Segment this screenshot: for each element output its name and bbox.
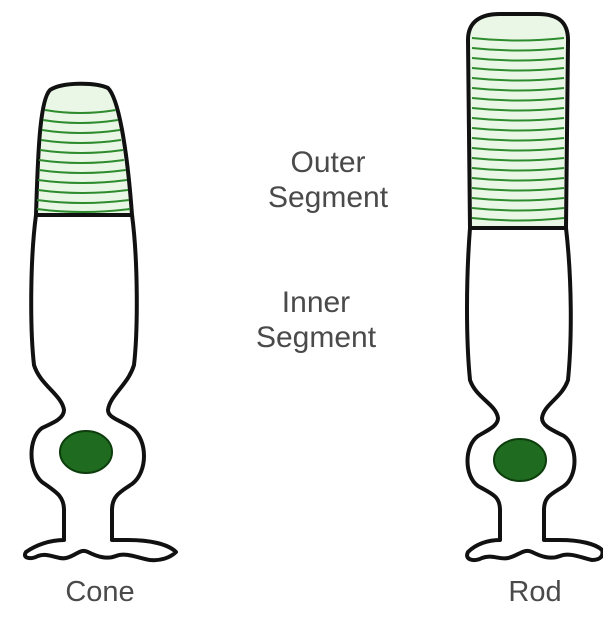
outer-segment-label: Outer Segment	[228, 146, 428, 215]
cone-outer-segment	[36, 84, 132, 215]
cone-inner-segment	[25, 215, 176, 560]
inner-segment-label-line1: Inner	[216, 286, 416, 321]
inner-segment-label: Inner Segment	[216, 286, 416, 355]
cone-nucleus	[60, 431, 112, 473]
cone-label: Cone	[30, 576, 170, 609]
rod-inner-segment	[467, 228, 603, 560]
rod-label: Rod	[470, 576, 600, 609]
rod-cell	[467, 14, 603, 560]
rod-nucleus	[494, 439, 546, 481]
cone-cell	[25, 84, 176, 560]
inner-segment-label-line2: Segment	[216, 321, 416, 356]
outer-segment-label-line1: Outer	[228, 146, 428, 181]
outer-segment-label-line2: Segment	[228, 181, 428, 216]
